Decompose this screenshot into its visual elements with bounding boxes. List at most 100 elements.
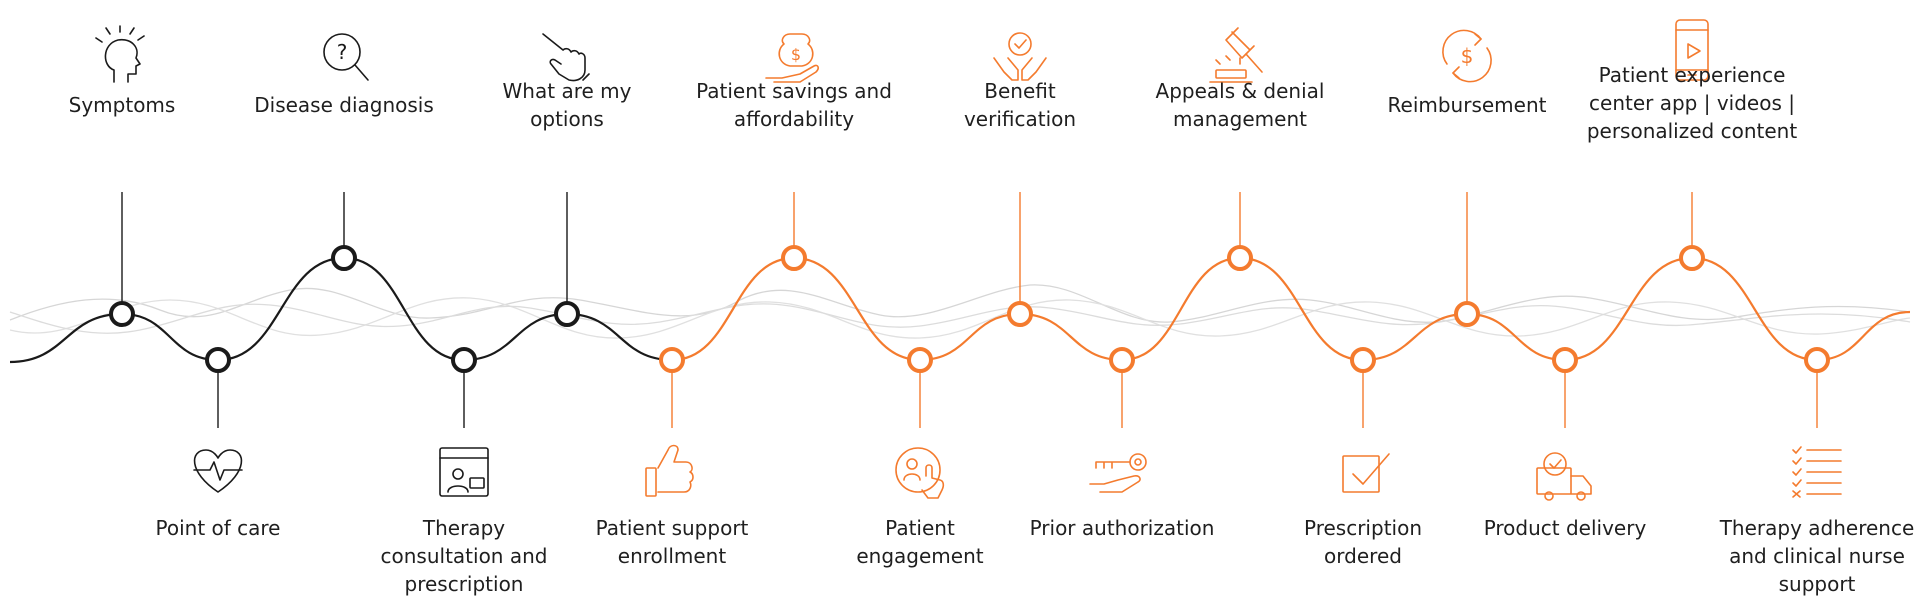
label-line: ordered — [1324, 544, 1402, 568]
label-line: verification — [964, 107, 1076, 131]
journey-curve-segment — [1691, 256, 1818, 362]
label-line: Benefit — [984, 79, 1056, 103]
gavel-icon — [1209, 27, 1263, 83]
label-line: and clinical nurse — [1729, 544, 1905, 568]
journey-node-patient-support-enrollment — [659, 347, 685, 373]
label-line: Patient support — [596, 516, 749, 540]
journey-node-reimbursement — [1454, 301, 1480, 327]
hands-check-icon — [993, 32, 1047, 81]
journey-node-product-delivery — [1552, 347, 1578, 373]
journey-curve-segment — [463, 312, 568, 362]
money-bag-hand-icon: $ — [765, 33, 819, 83]
journey-node-therapy-consultation — [451, 347, 477, 373]
svg-text:?: ? — [337, 40, 348, 64]
touch-user-icon — [895, 447, 945, 499]
journey-curve-segment — [919, 312, 1021, 362]
journey-node-patient-savings — [781, 245, 807, 271]
milestone-label-patient-support-enrollment: Patient support enrollment — [596, 516, 749, 568]
label-line: Prescription — [1304, 516, 1422, 540]
label-line: Therapy adherence — [1719, 516, 1915, 540]
milestone-label-disease-diagnosis: Disease diagnosis — [254, 93, 434, 117]
journey-node-disease-diagnosis — [331, 245, 357, 271]
journey-node-what-are-my-options — [554, 301, 580, 327]
milestone-label-patient-engagement: Patient engagement — [856, 516, 983, 568]
journey-curve-segment — [671, 256, 795, 362]
milestone-label-therapy-adherence: Therapy adherence and clinical nurse suppo… — [1719, 516, 1915, 596]
journey-curve-segment — [566, 312, 673, 362]
key-hand-icon — [1089, 453, 1147, 493]
thumbs-up-icon — [645, 444, 694, 497]
label-line: Disease diagnosis — [254, 93, 434, 117]
delivery-truck-icon — [1536, 452, 1592, 501]
connector-stems — [121, 192, 1818, 428]
label-line: engagement — [856, 544, 983, 568]
label-line: consultation and — [381, 544, 548, 568]
label-line: prescription — [405, 572, 524, 596]
label-line: affordability — [734, 107, 854, 131]
label-line: Patient savings and — [696, 79, 892, 103]
checklist-icon — [1792, 446, 1842, 498]
journey-node-prior-authorization — [1109, 347, 1135, 373]
question-magnifier-icon: ? — [323, 33, 369, 81]
journey-curve-segment — [217, 256, 345, 362]
journey-curve-segment — [793, 256, 921, 362]
svg-text:$: $ — [1461, 44, 1474, 68]
label-line: Appeals & denial — [1156, 79, 1325, 103]
journey-curve-segment — [1564, 256, 1693, 362]
label-line: center app | videos | — [1589, 91, 1795, 115]
heart-pulse-icon — [193, 449, 243, 493]
journey-icons: ? $ $ — [95, 19, 1842, 501]
journey-node-patient-experience-center — [1679, 245, 1705, 271]
label-line: Patient — [885, 516, 955, 540]
pointing-hand-icon — [542, 33, 590, 82]
journey-curve-segment — [343, 256, 465, 362]
label-line: management — [1173, 107, 1307, 131]
journey-node-benefit-verification — [1007, 301, 1033, 327]
milestone-label-benefit-verification: Benefit verification — [964, 79, 1076, 131]
label-line: options — [530, 107, 604, 131]
label-line: support — [1779, 572, 1856, 596]
milestone-label-prior-authorization: Prior authorization — [1030, 516, 1215, 540]
journey-curve — [9, 256, 1911, 364]
label-line: Product delivery — [1484, 516, 1647, 540]
dollar-cycle-icon: $ — [1442, 29, 1492, 83]
milestone-label-patient-experience-center: Patient experience center app | videos | p… — [1587, 63, 1798, 143]
journey-curve-segment — [1816, 310, 1911, 362]
checkbox-icon — [1342, 453, 1390, 493]
background-wave — [9, 284, 1911, 323]
journey-curve-segment — [9, 312, 123, 364]
journey-curve-segment — [121, 312, 219, 362]
journey-node-symptoms — [109, 301, 135, 327]
journey-nodes — [109, 245, 1830, 373]
label-line: Patient experience — [1599, 63, 1786, 87]
journey-curve-segment — [1466, 312, 1566, 362]
journey-curve-segment — [1362, 312, 1468, 362]
head-thinking-icon — [95, 25, 145, 83]
background-wave — [9, 303, 1911, 334]
journey-node-therapy-adherence — [1804, 347, 1830, 373]
milestone-label-prescription-ordered: Prescription ordered — [1304, 516, 1422, 568]
journey-node-point-of-care — [205, 347, 231, 373]
milestone-label-reimbursement: Reimbursement — [1388, 93, 1547, 117]
telehealth-window-icon — [439, 447, 489, 497]
journey-curve-segment — [1121, 256, 1241, 362]
label-line: Reimbursement — [1388, 93, 1547, 117]
journey-curve-segment — [1239, 256, 1364, 362]
journey-node-prescription-ordered — [1350, 347, 1376, 373]
background-waves — [9, 284, 1911, 339]
milestone-label-product-delivery: Product delivery — [1484, 516, 1647, 540]
label-line: Point of care — [156, 516, 281, 540]
label-line: What are my — [503, 79, 632, 103]
label-line: Prior authorization — [1030, 516, 1215, 540]
mobile-video-icon — [1675, 19, 1709, 81]
label-line: enrollment — [618, 544, 727, 568]
label-line: Symptoms — [69, 93, 176, 117]
milestone-label-what-are-my-options: What are my options — [503, 79, 632, 131]
background-wave — [9, 297, 1911, 339]
label-line: personalized content — [1587, 119, 1798, 143]
milestone-label-appeals-denial: Appeals & denial management — [1156, 79, 1325, 131]
milestone-label-point-of-care: Point of care — [156, 516, 281, 540]
label-line: Therapy — [422, 516, 505, 540]
